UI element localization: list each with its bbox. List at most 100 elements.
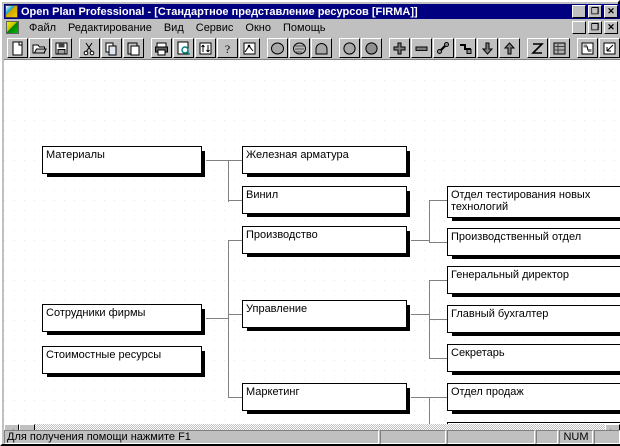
- menu-item-window[interactable]: Окно: [245, 21, 271, 34]
- mdi-minimize-button[interactable]: _: [572, 21, 586, 35]
- node-label: Главный бухгалтер: [451, 308, 549, 320]
- connector-line: [206, 160, 228, 161]
- fit-window-button[interactable]: [599, 37, 620, 58]
- node-shadow-bottom: [247, 253, 410, 257]
- diagram-node-gl-buhgalter[interactable]: Главный бухгалтер: [447, 305, 620, 336]
- svg-text:?: ?: [225, 42, 230, 56]
- node-shadow-right: [201, 151, 205, 177]
- mdi-close-button[interactable]: ✕: [604, 21, 618, 34]
- diagram-node-otdel-test[interactable]: Отдел тестирования новых технологий: [447, 186, 620, 221]
- copy-button[interactable]: [101, 37, 122, 58]
- diagram-node-upravlenie[interactable]: Управление: [242, 300, 410, 331]
- node-shadow-right: [406, 388, 410, 414]
- document-icon[interactable]: [6, 21, 19, 34]
- menu-item-file[interactable]: Файл: [29, 21, 57, 34]
- node-shadow-bottom: [247, 173, 410, 177]
- sort-icon: [199, 42, 212, 54]
- mdi-child-controls: _ ❐ ✕: [572, 21, 618, 35]
- node-shadow-bottom: [47, 373, 205, 377]
- up-arrow-icon: [503, 41, 516, 54]
- sort-button[interactable]: [195, 37, 216, 58]
- table-button[interactable]: [549, 37, 570, 58]
- cut-button[interactable]: [79, 37, 100, 58]
- window-controls: _ ❐ ✕: [572, 5, 618, 19]
- link-icon: [437, 41, 449, 54]
- diagram-node-materialy[interactable]: Материалы: [42, 146, 205, 177]
- minus-icon: [415, 46, 428, 51]
- node-label: Маркетинг: [246, 386, 300, 398]
- copy-icon: [105, 42, 117, 55]
- layout-icon: [581, 42, 594, 54]
- shape-dome-button[interactable]: [311, 37, 332, 58]
- print-preview-button[interactable]: [173, 37, 194, 58]
- open-folder-button[interactable]: [29, 37, 50, 58]
- diagram-node-proizv-otdel[interactable]: Производственный отдел: [447, 228, 620, 259]
- add-button[interactable]: [389, 37, 410, 58]
- save-button[interactable]: [51, 37, 72, 58]
- cut-scissors-icon: [83, 42, 95, 55]
- minimize-button[interactable]: _: [572, 5, 586, 19]
- help-button[interactable]: ?: [217, 37, 238, 58]
- step-button[interactable]: [455, 37, 476, 58]
- status-panel-d: [594, 430, 620, 444]
- menu-bar: Файл Редактирование Вид Сервис Окно Помо…: [4, 19, 620, 36]
- menu-item-edit[interactable]: Редактирование: [68, 21, 152, 34]
- diagram-node-stoim-resursy[interactable]: Стоимостные ресурсы: [42, 346, 205, 377]
- ellipse-pattern-button[interactable]: [289, 37, 310, 58]
- node-label: Производство: [246, 229, 318, 241]
- connector-line: [429, 242, 447, 243]
- remove-button[interactable]: [411, 37, 432, 58]
- mdi-restore-icon: ❐: [590, 22, 600, 32]
- connector-line: [206, 318, 228, 319]
- status-message: Для получения помощи нажмите F1: [4, 430, 379, 444]
- new-file-button[interactable]: [7, 37, 28, 58]
- diagram-node-sotrudniki[interactable]: Сотрудники фирмы: [42, 304, 205, 335]
- fit-window-icon: [603, 42, 616, 54]
- minimize-icon: _: [575, 7, 583, 19]
- diagram-node-gen-director[interactable]: Генеральный директор: [447, 266, 620, 297]
- link-button[interactable]: [433, 37, 454, 58]
- node-label: Управление: [246, 303, 308, 315]
- diagram-node-sekretar[interactable]: Секретарь: [447, 344, 620, 375]
- connector-line: [228, 160, 242, 161]
- paste-icon: [127, 42, 140, 55]
- diagram-node-marketing[interactable]: Маркетинг: [242, 383, 410, 414]
- step-icon: [460, 43, 472, 54]
- move-down-button[interactable]: [477, 37, 498, 58]
- new-file-icon: [12, 41, 23, 55]
- connector-line: [411, 397, 429, 398]
- circle-button[interactable]: [339, 37, 360, 58]
- node-label: Отдел продаж: [451, 386, 524, 398]
- node-shadow-bottom: [452, 217, 620, 221]
- diagram-node-otdel-prodazh[interactable]: Отдел продаж: [447, 383, 620, 414]
- menu-item-view[interactable]: Вид: [163, 21, 184, 34]
- connector-line: [411, 314, 429, 315]
- diagram-node-vinil[interactable]: Винил: [242, 186, 410, 217]
- network-icon: [243, 42, 256, 54]
- connector-line: [228, 314, 242, 315]
- restore-button[interactable]: ❐: [588, 5, 602, 18]
- node-shadow-bottom: [247, 410, 410, 414]
- network-button[interactable]: [239, 37, 260, 58]
- mdi-restore-button[interactable]: ❐: [588, 21, 602, 34]
- menu-item-tools[interactable]: Сервис: [195, 21, 234, 34]
- restore-icon: ❐: [590, 6, 600, 16]
- menu-item-help[interactable]: Помощь: [282, 21, 326, 34]
- help-question-icon: ?: [225, 42, 230, 56]
- connector-line: [228, 160, 229, 202]
- status-panel-c: [536, 430, 558, 444]
- layout-button[interactable]: [577, 37, 598, 58]
- move-up-button[interactable]: [499, 37, 520, 58]
- zigzag-button[interactable]: [527, 37, 548, 58]
- ellipse-filled-button[interactable]: [267, 37, 288, 58]
- node-shadow-bottom: [452, 371, 620, 375]
- circle-shaded-button[interactable]: [361, 37, 382, 58]
- close-button[interactable]: ✕: [604, 5, 618, 18]
- paste-button[interactable]: [123, 37, 144, 58]
- diagram-node-zhel-armatura[interactable]: Железная арматура: [242, 146, 410, 177]
- diagram-node-proizvodstvo[interactable]: Производство: [242, 226, 410, 257]
- print-button[interactable]: [151, 37, 172, 58]
- diagram-node-otdel-reklamy[interactable]: Отдел рекламы: [447, 422, 620, 424]
